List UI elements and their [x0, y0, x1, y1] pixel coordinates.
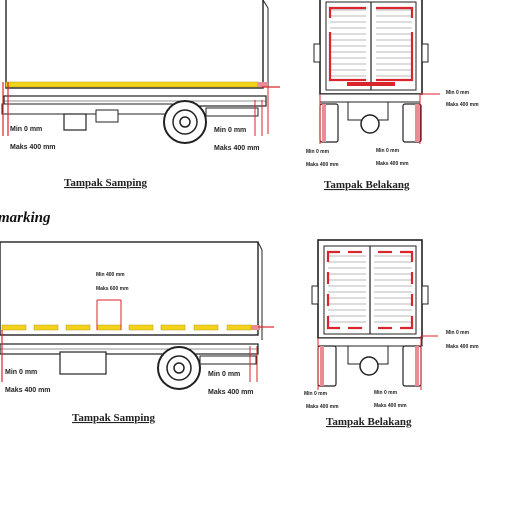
top-side-view: Min 0 mm Maks 400 mm Min 0 mm Maks 400 m… — [1, 0, 280, 189]
bottom-rear-min-br-label: Min 0 mm — [374, 390, 398, 396]
top-rear-caption: Tampak Belakang — [324, 179, 410, 191]
top-rear-max-bl-label: Maks 400 mm — [306, 162, 339, 168]
bottom-rear-max-br-label: Maks 400 mm — [374, 403, 407, 409]
top-side-max-right-label: Maks 400 mm — [214, 145, 260, 152]
top-rear-min-br-label: Min 0 mm — [376, 148, 400, 154]
bottom-rear-min-right-label: Min 0 mm — [446, 330, 470, 336]
top-rear-max-br-label: Maks 400 mm — [376, 161, 409, 167]
cargo-box — [5, 0, 264, 89]
top-side-max-left-label: Maks 400 mm — [10, 144, 56, 151]
bottom-spacing-min-label: Min 400 mm — [96, 272, 125, 278]
bottom-rear-view: Min 0 mm Maks 400 mm Min 0 mm Maks 400 m… — [304, 239, 479, 428]
top-side-min-right-label: Min 0 mm — [214, 127, 246, 134]
rear-contour-marking — [328, 6, 414, 82]
top-rear-min-right-label: Min 0 mm — [446, 90, 470, 96]
bottom-side-view: Min 400 mm Maks 600 mm Min 0 mm Maks 400… — [0, 241, 274, 424]
section-heading: marking — [0, 210, 51, 226]
bottom-side-caption: Tampak Samping — [72, 412, 156, 424]
reflective-stripe-yellow — [5, 81, 259, 88]
cargo-box-bottom — [0, 241, 259, 336]
bottom-side-max-left-label: Maks 400 mm — [5, 387, 51, 394]
bottom-spacing-max-label: Maks 600 mm — [96, 286, 129, 292]
rear-contour-segmented — [326, 250, 414, 330]
bottom-side-min-right-label: Min 0 mm — [208, 371, 240, 378]
bottom-side-min-left-label: Min 0 mm — [5, 369, 37, 376]
top-side-min-left-label: Min 0 mm — [10, 126, 42, 133]
bottom-rear-max-bl-label: Maks 400 mm — [306, 404, 339, 410]
bottom-rear-caption: Tampak Belakang — [326, 416, 412, 428]
bottom-rear-min-bl-label: Min 0 mm — [304, 391, 328, 397]
segmented-stripe-yellow — [1, 324, 252, 331]
top-rear-min-bl-label: Min 0 mm — [306, 149, 330, 155]
bottom-rear-max-right-label: Maks 400 mm — [446, 344, 479, 350]
top-side-caption: Tampak Samping — [64, 177, 148, 189]
top-rear-view: Min 0 mm Maks 400 mm Min 0 mm Maks 400 m… — [306, 0, 479, 191]
top-rear-max-right-label: Maks 400 mm — [446, 102, 479, 108]
bottom-side-max-right-label: Maks 400 mm — [208, 389, 254, 396]
rear-red-marker — [258, 82, 268, 87]
